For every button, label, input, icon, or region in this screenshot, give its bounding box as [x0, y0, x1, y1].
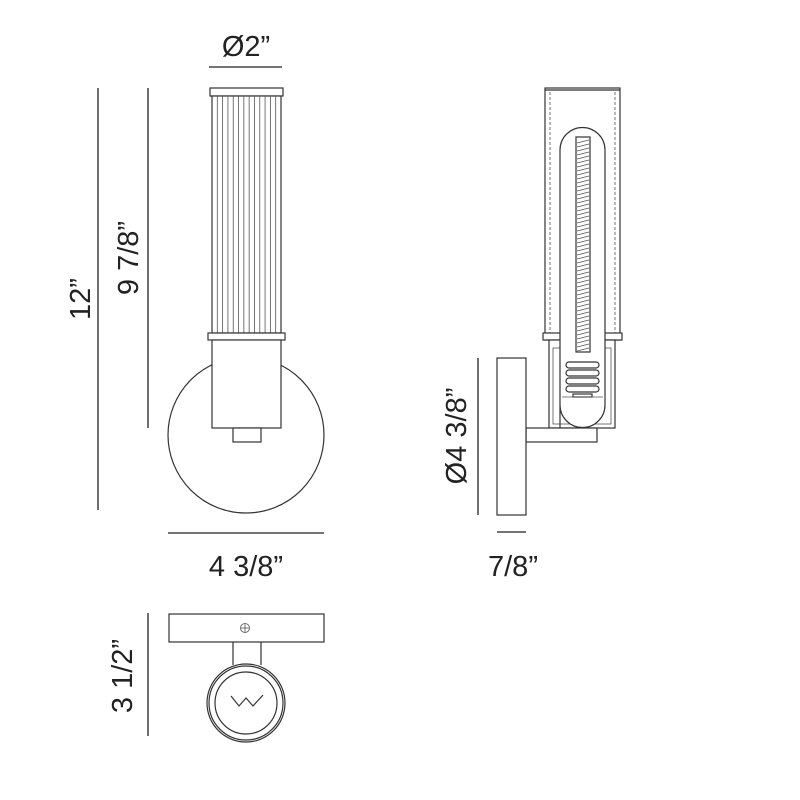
- spiral-line: [576, 195, 590, 200]
- spiral-line: [576, 163, 590, 168]
- spiral-line: [576, 207, 590, 212]
- spiral-line: [576, 231, 590, 236]
- spiral-line: [576, 339, 590, 344]
- socket-body: [211, 339, 282, 429]
- spiral-line: [576, 203, 590, 208]
- thread: [565, 369, 600, 377]
- label-shade-diameter: Ø2”: [222, 31, 270, 63]
- bulb-base-threads: [565, 361, 600, 398]
- thread: [565, 377, 600, 385]
- spiral-line: [576, 263, 590, 268]
- shade-flutes: [216, 96, 277, 333]
- spiral-line: [576, 191, 590, 196]
- spiral-line: [576, 139, 590, 144]
- spiral-line: [576, 319, 590, 324]
- thread: [565, 361, 600, 369]
- label-backplate-depth: 7/8”: [488, 551, 538, 583]
- spiral-line: [576, 323, 590, 328]
- spiral-line: [576, 179, 590, 184]
- spiral-line: [576, 331, 590, 336]
- arm: [525, 427, 598, 443]
- base-contact: [572, 393, 593, 398]
- spiral-line: [576, 295, 590, 300]
- spiral-line: [576, 299, 590, 304]
- label-overall-height: 12”: [65, 278, 97, 320]
- spiral-line: [576, 239, 590, 244]
- spiral-line: [576, 175, 590, 180]
- label-shade-height: 9 7/8”: [113, 221, 145, 295]
- spiral-line: [576, 159, 590, 164]
- spiral-line: [576, 187, 590, 192]
- spiral-line: [576, 171, 590, 176]
- spiral-line: [576, 151, 590, 156]
- spiral-line: [576, 259, 590, 264]
- backplate-side: [496, 357, 527, 516]
- label-backplate-diameter: Ø4 3/8”: [441, 388, 473, 485]
- spiral-line: [576, 235, 590, 240]
- spiral-line: [576, 267, 590, 272]
- spiral-line: [576, 247, 590, 252]
- spiral-line: [576, 347, 590, 352]
- shade-outer-circle: [206, 663, 286, 743]
- knob: [232, 427, 262, 443]
- spiral-line: [576, 183, 590, 188]
- spiral-line: [576, 275, 590, 280]
- spiral-line: [576, 311, 590, 316]
- spiral-line: [576, 283, 590, 288]
- front-view: [167, 87, 325, 514]
- spiral-line: [576, 243, 590, 248]
- spiral-line: [576, 227, 590, 232]
- label-backplate-width: 4 3/8”: [209, 551, 283, 583]
- spiral-line: [576, 291, 590, 296]
- spiral-line: [576, 199, 590, 204]
- spiral-line: [576, 215, 590, 220]
- spiral-line: [576, 219, 590, 224]
- spiral-line: [576, 307, 590, 312]
- shade-inner-circle: [214, 671, 278, 735]
- spiral-line: [576, 303, 590, 308]
- spiral-line: [576, 155, 590, 160]
- bottom-view: [168, 613, 325, 743]
- thread: [565, 385, 600, 393]
- label-extension: 3 1/2”: [107, 639, 139, 713]
- fluted-shade: [211, 95, 282, 334]
- spiral-line: [576, 167, 590, 172]
- spiral-line: [576, 335, 590, 340]
- shade-bottom-cap: [207, 332, 286, 341]
- spiral-line: [576, 255, 590, 260]
- spiral-line: [576, 251, 590, 256]
- shade-top-cap: [209, 87, 284, 97]
- filament-spiral: [576, 139, 590, 352]
- spiral-line: [576, 271, 590, 276]
- spiral-line: [576, 327, 590, 332]
- spiral-line: [576, 279, 590, 284]
- spiral-line: [576, 343, 590, 348]
- side-view: [496, 87, 623, 516]
- spiral-line: [576, 147, 590, 152]
- spiral-line: [576, 211, 590, 216]
- bulb-top-mark: [230, 694, 264, 707]
- spiral-line: [576, 315, 590, 320]
- spiral-line: [576, 143, 590, 148]
- spiral-line: [576, 287, 590, 292]
- spiral-line: [576, 223, 590, 228]
